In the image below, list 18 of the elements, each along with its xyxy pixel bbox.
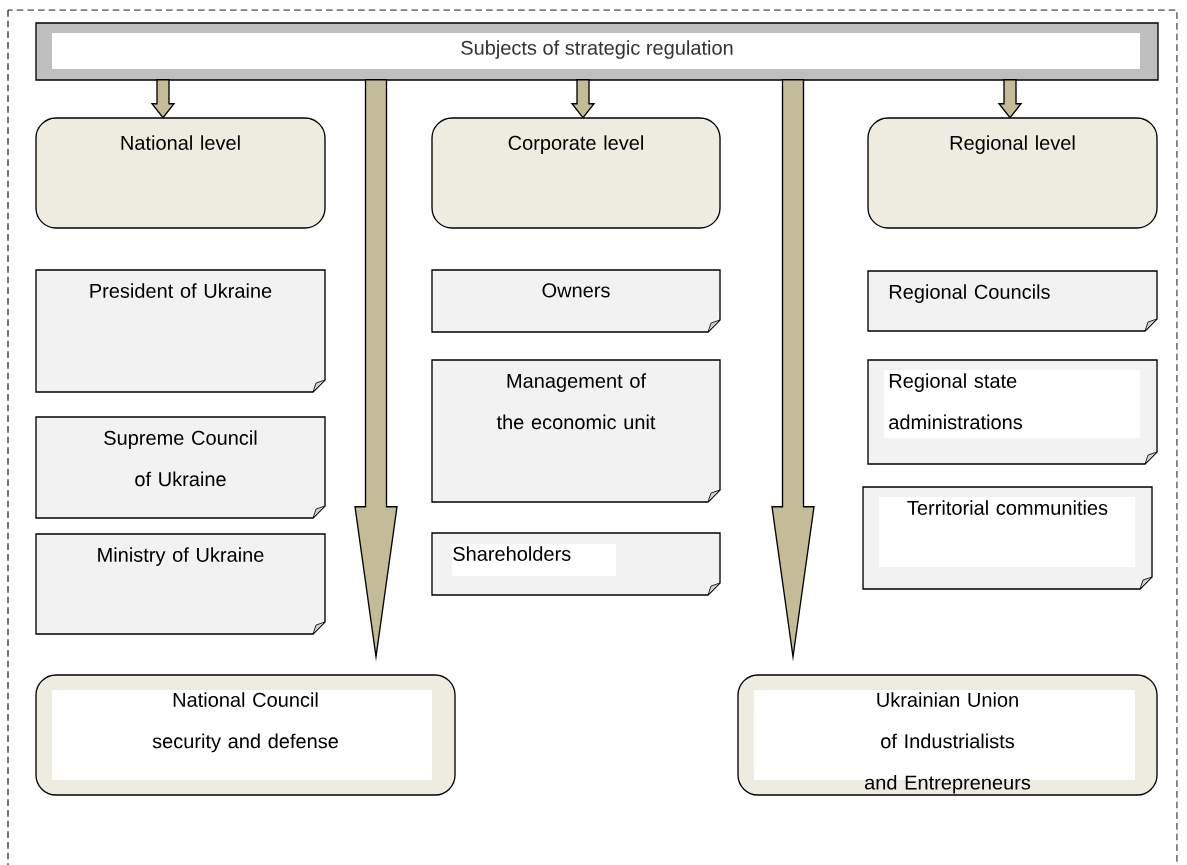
arrow [570,79,596,119]
note-box: Shareholders [431,532,721,596]
council-box: Ukrainian Union of Industrialists and Entrepreneurs [737,674,1158,796]
note-box: Owners [431,269,721,333]
note-box: Regional Councils [867,270,1158,332]
arrow [997,79,1023,119]
note-box: Regional state administrations [867,359,1158,465]
note-box: Management of the economic unit [431,359,721,503]
level-box: Regional level [867,117,1158,229]
level-box: National level [35,117,326,229]
level-box: Corporate level [431,117,721,229]
note-box: Supreme Council of Ukraine [35,416,326,519]
note-box: Territorial communities [862,486,1153,590]
title-bar: Subjects of strategic regulation [35,22,1159,81]
council-box: National Council security and defense [35,674,456,796]
note-box: Ministry of Ukraine [35,533,326,635]
note-box: President of Ukraine [35,269,326,393]
arrow [150,79,176,119]
